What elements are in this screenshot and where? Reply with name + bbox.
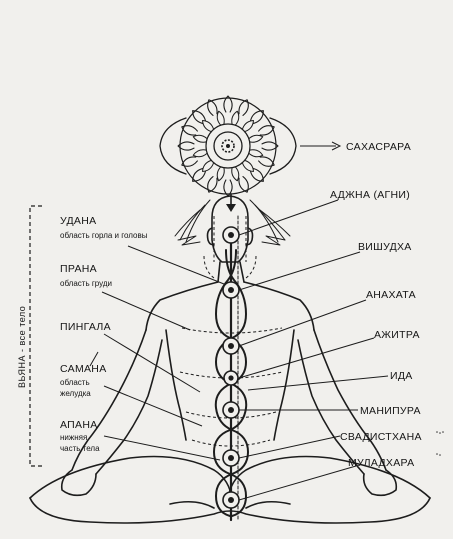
label-apana-subtitle-2: часть тела bbox=[60, 444, 100, 453]
vyana-bracket bbox=[29, 205, 42, 467]
muladhara-chakra bbox=[222, 491, 240, 509]
lotus-petal bbox=[207, 176, 218, 193]
lotus-petal bbox=[192, 149, 208, 158]
label-muladhara: МУЛАДХАРА bbox=[348, 457, 414, 469]
lotus-petal bbox=[216, 166, 225, 182]
left-labels: УДАНА область горла и головы ПРАНА облас… bbox=[17, 215, 148, 453]
label-samana-subtitle-2: желудка bbox=[60, 389, 91, 398]
label-udana: УДАНА bbox=[60, 215, 96, 227]
label-ajitra: АЖИТРА bbox=[374, 329, 420, 341]
lotus-petal bbox=[250, 110, 264, 124]
lotus-petal bbox=[181, 156, 198, 167]
lotus-petal bbox=[250, 168, 264, 182]
label-ida: ИДА bbox=[390, 370, 413, 382]
anahata-chakra bbox=[222, 337, 240, 355]
label-manipura: МАНИПУРА bbox=[360, 405, 421, 417]
svadhisthana-chakra bbox=[222, 449, 240, 467]
lotus-petal bbox=[248, 134, 264, 143]
lotus-petal bbox=[216, 110, 225, 126]
lotus-petal bbox=[223, 95, 233, 113]
label-prana: ПРАНА bbox=[60, 263, 97, 275]
label-vyana: ВЬЯНА - все тело bbox=[17, 306, 27, 388]
label-udana-subtitle: область горла и головы bbox=[60, 231, 148, 240]
label-prana-subtitle: область груди bbox=[60, 279, 112, 288]
manipura-chakra bbox=[222, 401, 240, 419]
right-labels: САХАСРАРА АДЖНА (АГНИ) ВИШУДХА АНАХАТА А… bbox=[330, 141, 422, 469]
label-apana: АПАНА bbox=[60, 419, 98, 431]
lotus-petal bbox=[181, 125, 198, 136]
label-sahasrara: САХАСРАРА bbox=[346, 141, 411, 153]
ajitra-chakra bbox=[223, 370, 239, 386]
lotus-petal bbox=[192, 168, 206, 182]
lotus-petal bbox=[192, 134, 208, 143]
lotus-petal bbox=[177, 141, 195, 151]
label-apana-subtitle-1: нижняя bbox=[60, 433, 87, 442]
lotus-petal bbox=[202, 120, 215, 133]
lotus-petal bbox=[192, 110, 206, 124]
lotus-petal bbox=[261, 141, 279, 151]
lotus-petal bbox=[231, 110, 240, 126]
label-svadhisthana: СВАДИСТХАНА bbox=[340, 431, 422, 443]
lotus-petal bbox=[202, 159, 215, 172]
label-anahata: АНАХАТА bbox=[366, 289, 416, 301]
lotus-petal bbox=[258, 156, 275, 167]
chakra-points bbox=[222, 226, 240, 509]
lotus-petal bbox=[231, 166, 240, 182]
label-samana: САМАНА bbox=[60, 363, 107, 375]
leader-lines bbox=[89, 141, 389, 501]
label-ajna: АДЖНА (АГНИ) bbox=[330, 189, 410, 201]
lotus-petal bbox=[258, 125, 275, 136]
sahasrara-lotus bbox=[159, 95, 297, 212]
margin-marks bbox=[436, 431, 444, 456]
label-vishuddha: ВИШУДХА bbox=[358, 241, 412, 253]
seated-figure bbox=[29, 195, 431, 524]
lotus-petal bbox=[238, 99, 249, 116]
lotus-petal bbox=[241, 120, 254, 133]
ajna-chakra bbox=[222, 226, 240, 244]
lotus-petal bbox=[238, 176, 249, 193]
label-pingala: ПИНГАЛА bbox=[60, 321, 111, 333]
vishuddha-chakra bbox=[222, 281, 240, 299]
lotus-petal bbox=[241, 159, 254, 172]
lotus-petal bbox=[248, 149, 264, 158]
lotus-petal bbox=[207, 99, 218, 116]
label-samana-subtitle-1: область bbox=[60, 378, 90, 387]
